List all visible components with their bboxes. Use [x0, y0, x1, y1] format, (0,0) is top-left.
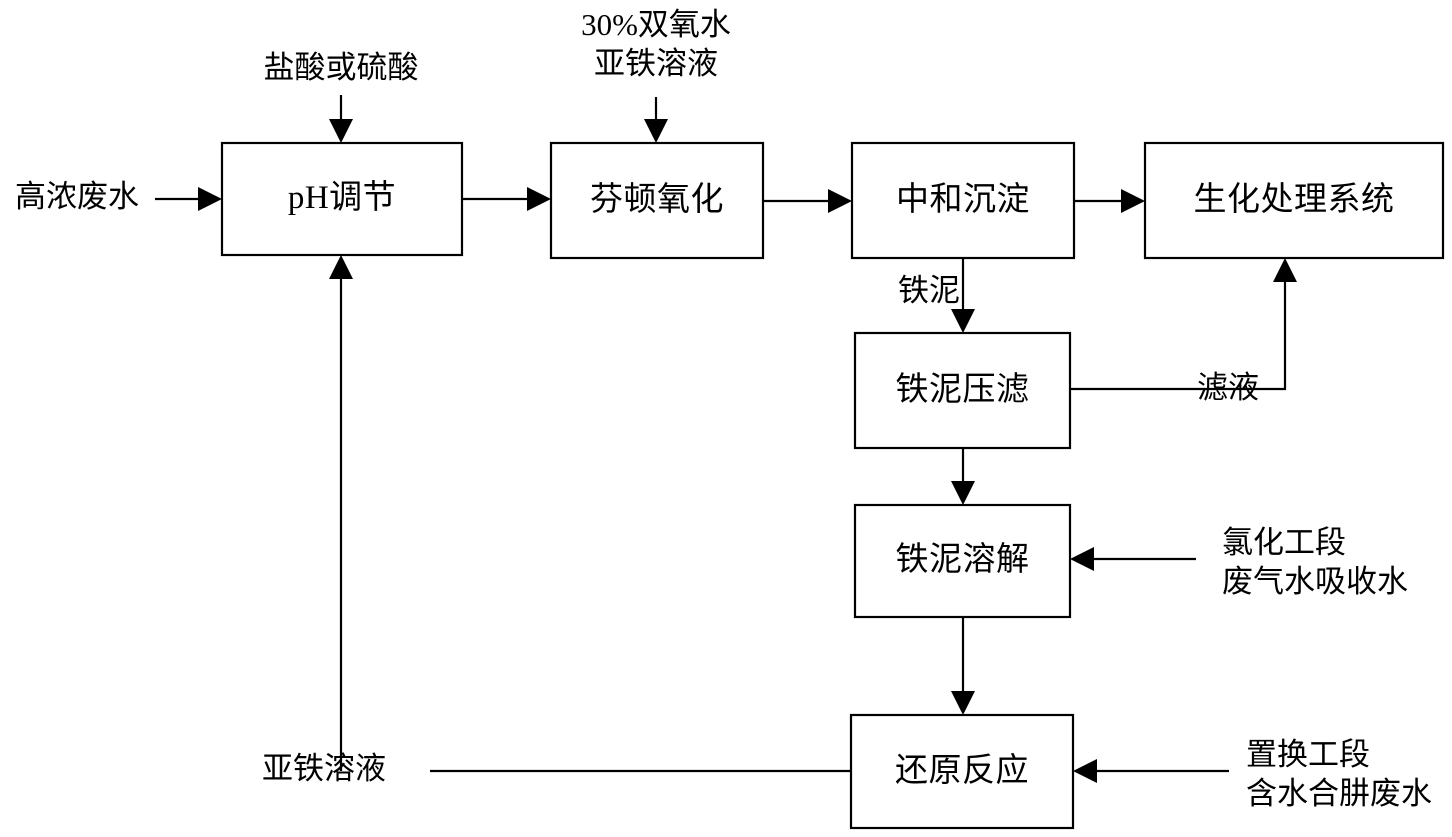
edge-label-chlorination-line1: 氯化工段: [1222, 525, 1346, 560]
node-bio-treatment[interactable]: [1143, 141, 1445, 260]
edge-neutral-precip-to-sludge-press: [951, 258, 975, 333]
edge-label-iron-sludge: 铁泥: [898, 273, 960, 308]
edge-chlorination-to-dissolve: [1070, 547, 1196, 571]
edge-acid-to-ph-adjust: [329, 95, 353, 143]
edge-displacement-to-reduction: [1073, 759, 1229, 783]
edge-peroxide-to-fenton: [644, 97, 668, 143]
node-fenton-oxidation[interactable]: [549, 141, 765, 260]
edge-fenton-to-neutral-precip: [763, 189, 852, 213]
edge-label-acid-feed: 盐酸或硫酸: [263, 50, 419, 85]
edge-label-filtrate: 滤液: [1197, 370, 1259, 405]
edge-label-displacement: 置换工段 含水合肼废水: [1246, 736, 1452, 814]
edge-dissolve-to-reduction: [951, 617, 975, 715]
edge-sludge-press-to-bio: [1070, 258, 1297, 391]
edge-label-displacement-line2: 含水合肼废水: [1246, 775, 1432, 811]
edge-neutral-precip-to-bio: [1074, 189, 1145, 213]
edge-ph-adjust-to-fenton: [462, 187, 551, 211]
edge-label-chlorination: 氯化工段 废气水吸收水: [1222, 524, 1448, 602]
node-neutral-precip[interactable]: [850, 141, 1076, 260]
edge-label-peroxide-line2: 亚铁溶液: [594, 45, 718, 81]
edge-sludge-press-to-dissolve: [951, 448, 975, 505]
edge-label-peroxide-feed: 30%双氧水 亚铁溶液: [540, 6, 772, 84]
node-sludge-dissolve[interactable]: [853, 503, 1072, 619]
edge-influent-to-ph-adjust: [155, 187, 222, 211]
edge-label-ferrous-return: 亚铁溶液: [262, 751, 386, 786]
node-reduction[interactable]: [849, 713, 1075, 830]
edge-label-chlorination-line2: 废气水吸收水: [1222, 563, 1408, 599]
node-ph-adjust[interactable]: [220, 141, 464, 257]
edge-ferrous-return-to-ph-adjust: [329, 255, 353, 771]
edge-label-peroxide-line1: 30%双氧水: [581, 7, 731, 42]
edge-label-influent: 高浓废水: [15, 179, 139, 214]
edge-label-displacement-line1: 置换工段: [1246, 737, 1370, 772]
node-sludge-press[interactable]: [853, 331, 1072, 450]
